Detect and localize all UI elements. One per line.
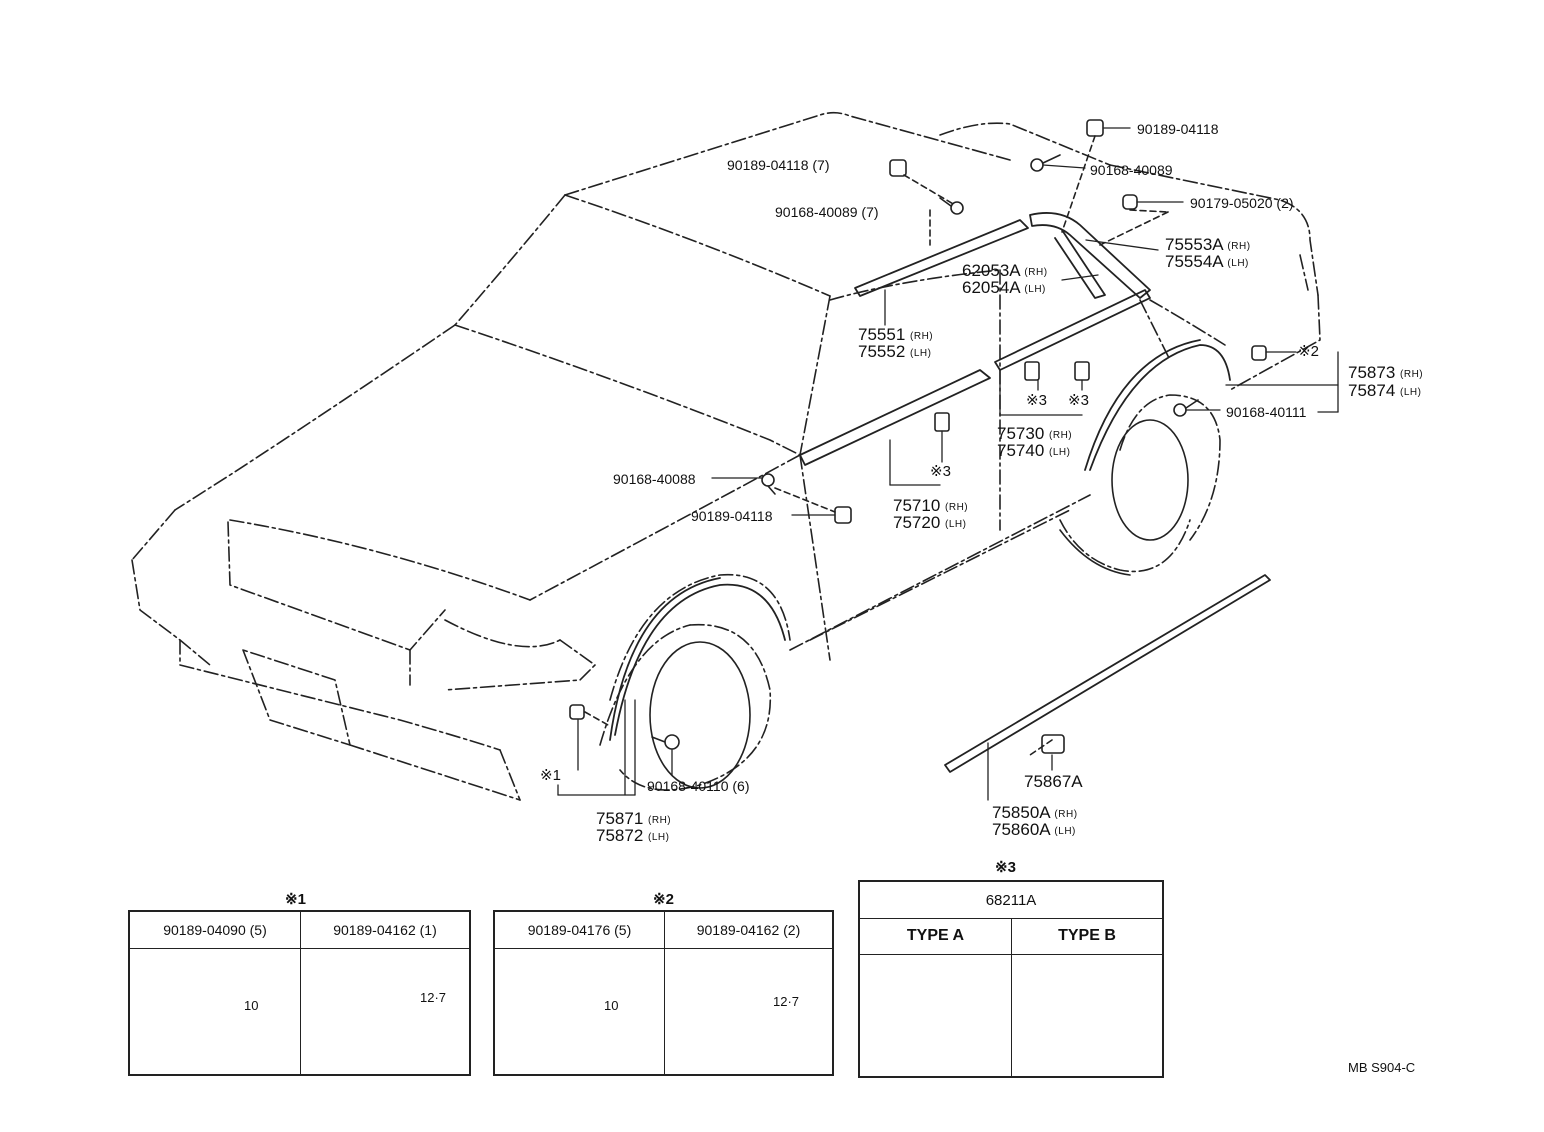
label-90179-05020: 90179-05020 (2): [1190, 195, 1294, 211]
table-1-title: ※1: [285, 891, 306, 908]
table-3-type-a-header: TYPE A: [860, 918, 1011, 955]
label-75720: 75720 (LH): [893, 513, 967, 532]
drawing-code: MB S904-C: [1348, 1060, 1416, 1075]
label-75554A: 75554A (LH): [1165, 252, 1249, 271]
table-1-col-2: 90189-04162 (1): [301, 912, 469, 1074]
label-90189-04118-roof: 90189-04118 (7): [727, 157, 830, 173]
table-2-col-1-dim: 10: [604, 998, 619, 1013]
table-2-col-2-header: 90189-04162 (2): [665, 912, 832, 949]
label-62054A: 62054A (LH): [962, 278, 1046, 297]
label-75552: 75552 (LH): [858, 342, 932, 361]
note-mark-1-front: ※1: [540, 767, 561, 784]
label-75873: 75873 (RH): [1348, 363, 1424, 382]
table-2-title: ※2: [653, 891, 674, 908]
label-75860A: 75860A (LH): [992, 820, 1076, 839]
label-90168-40110: 90168-40110 (6): [647, 778, 750, 794]
label-75867A: 75867A: [1024, 772, 1083, 791]
label-75850A: 75850A (RH): [992, 803, 1078, 822]
label-75874: 75874 (LH): [1348, 381, 1422, 400]
label-90168-40089-roof: 90168-40089 (7): [775, 204, 879, 220]
fastener-clips: [569, 119, 1267, 754]
table-1-col-1-dim: 10: [244, 998, 259, 1013]
note-mark-3-c: ※3: [930, 463, 951, 480]
table-3-type-b-header: TYPE B: [1012, 918, 1162, 955]
label-90168-40111: 90168-40111: [1226, 404, 1307, 420]
label-75551: 75551 (RH): [858, 325, 934, 344]
table-1-col-1: 90189-04090 (5): [130, 912, 301, 1074]
table-3: 68211A TYPE A TYPE B: [858, 880, 1164, 1078]
table-3-part-header: 68211A: [860, 882, 1162, 919]
leader-lines: [557, 127, 1339, 801]
molding-parts: [609, 212, 1271, 773]
table-2-col-2: 90189-04162 (2): [665, 912, 832, 1074]
table-2-col-1-header: 90189-04176 (5): [495, 912, 664, 949]
table-2-col-1: 90189-04176 (5): [495, 912, 665, 1074]
table-3-col-1: TYPE A: [860, 918, 1012, 1076]
note-mark-3-b: ※3: [1068, 392, 1089, 409]
table-3-col-2: TYPE B: [1012, 918, 1162, 1076]
label-75710: 75710 (RH): [893, 496, 969, 515]
note-mark-2-rear: ※2: [1298, 343, 1319, 360]
table-2-col-2-dim: 12·7: [773, 994, 800, 1009]
label-62053A: 62053A (RH): [962, 261, 1048, 280]
table-3-title: ※3: [995, 859, 1016, 876]
table-1-col-2-header: 90189-04162 (1): [301, 912, 469, 949]
label-75740: 75740 (LH): [997, 441, 1071, 460]
label-90189-04118-top: 90189-04118: [1137, 121, 1219, 137]
table-2: 90189-04176 (5) 90189-04162 (2): [493, 910, 834, 1076]
label-90189-04118-front: 90189-04118: [691, 508, 773, 524]
label-75553A: 75553A (RH): [1165, 235, 1251, 254]
note-mark-3-a: ※3: [1026, 392, 1047, 409]
table-1-col-1-header: 90189-04090 (5): [130, 912, 300, 949]
label-90168-40088: 90168-40088: [613, 471, 696, 487]
label-75730: 75730 (RH): [997, 424, 1073, 443]
label-75872: 75872 (LH): [596, 826, 670, 845]
table-1-col-2-dim: 12·7: [420, 990, 447, 1005]
label-75871: 75871 (RH): [596, 809, 672, 828]
car-body-outline: [131, 111, 1321, 801]
assembly-dashes: [584, 135, 1169, 756]
label-90168-40089-top: 90168-40089: [1090, 162, 1173, 178]
wheel-outlines: [649, 419, 1189, 789]
table-1: 90189-04090 (5) 90189-04162 (1): [128, 910, 471, 1076]
